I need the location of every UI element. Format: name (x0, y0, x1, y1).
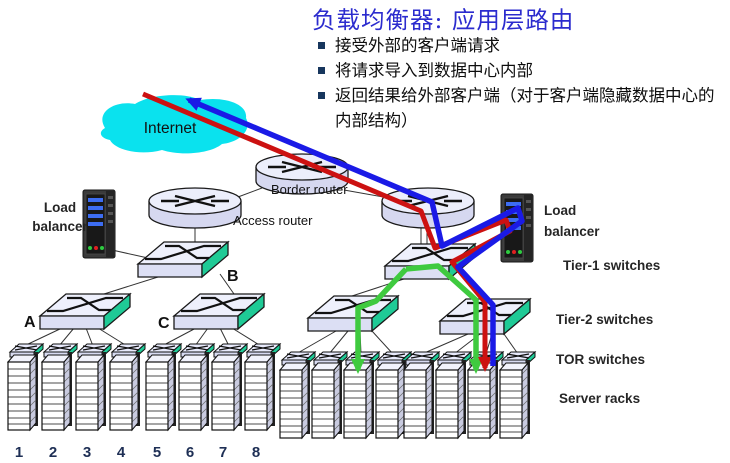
load-balancer-label-left: Load (44, 200, 76, 215)
server-rack-icon (145, 351, 177, 431)
switch-icon-c (172, 292, 266, 331)
load-balancer-icon-left (82, 189, 116, 259)
server-rack-icon (279, 359, 311, 439)
internet-label: Internet (144, 120, 197, 137)
tor-switches-label: TOR switches (556, 352, 645, 367)
tier2-switch-icon (306, 294, 400, 333)
rack-number: 8 (252, 444, 260, 461)
rack-number: 3 (83, 444, 91, 461)
rack-number: 5 (153, 444, 161, 461)
server-rack-icon (41, 351, 73, 431)
server-racks-label: Server racks (559, 391, 640, 406)
bullet-item: 返回结果给外部客户端（对于客户端隐藏数据中心的内部结构） (316, 83, 722, 133)
access-router-icon (147, 186, 243, 230)
bullet-item: 接受外部的客户端请求 (316, 33, 722, 58)
switch-label-c: C (158, 315, 170, 332)
bullet-list: 接受外部的客户端请求 将请求导入到数据中心内部 返回结果给外部客户端（对于客户端… (316, 33, 722, 133)
tier1-switches-label: Tier-1 switches (563, 258, 660, 273)
rack-number: 7 (219, 444, 227, 461)
server-rack-icon (178, 351, 210, 431)
rack-number: 4 (117, 444, 126, 461)
load-balancer-icon-right (500, 193, 534, 263)
server-rack-icon (435, 359, 467, 439)
server-rack-icon (109, 351, 141, 431)
server-rack-icon (211, 351, 243, 431)
internal-path-arrow (351, 267, 409, 374)
load-balancer-label-right: balancer (544, 224, 600, 239)
server-rack-icon (467, 359, 499, 439)
border-router-label: Border router (271, 182, 348, 197)
switch-icon-a (38, 292, 132, 331)
rack-number: 1 (15, 444, 23, 461)
server-rack-icon (311, 359, 343, 439)
request-path-arrow (142, 91, 513, 372)
load-balancer-label-left: balancer (32, 219, 88, 234)
tier2-switches-label: Tier-2 switches (556, 312, 653, 327)
response-path-arrow (185, 97, 525, 366)
internal-path-arrow (405, 263, 483, 374)
right-router-icon (380, 186, 476, 230)
server-rack-icon (75, 351, 107, 431)
server-rack-icon (244, 351, 276, 431)
switch-icon-b (136, 240, 230, 279)
page-title: 负载均衡器: 应用层路由 (312, 6, 575, 34)
server-rack-icon (375, 359, 407, 439)
switch-label-b: B (227, 268, 239, 285)
server-rack-icon (499, 359, 531, 439)
access-router-label: Access router (233, 213, 313, 228)
bullet-item: 将请求导入到数据中心内部 (316, 58, 722, 83)
load-balancer-label-right: Load (544, 203, 576, 218)
server-rack-icon (7, 351, 39, 431)
switch-label-a: A (24, 314, 36, 331)
rack-number: 2 (49, 444, 57, 461)
server-rack-icon (403, 359, 435, 439)
server-rack-icon (343, 359, 375, 439)
rack-number: 6 (186, 444, 194, 461)
